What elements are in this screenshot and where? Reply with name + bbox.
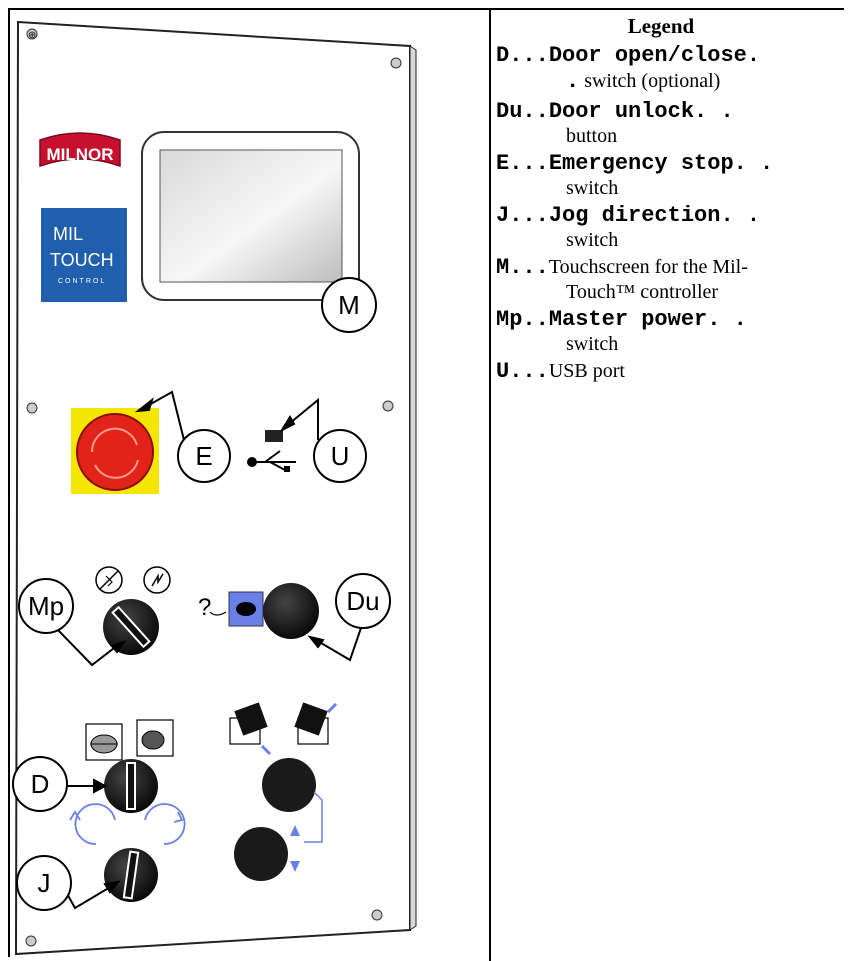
door-unlock-button (263, 583, 319, 639)
unlock-label-icon: ? (198, 591, 264, 627)
legend-entry-j: J...Jog direction. . switch (496, 203, 846, 251)
legend-desc: switch (566, 333, 619, 355)
callout-j: J (16, 855, 72, 911)
callout-mp: Mp (18, 578, 74, 634)
svg-text:MILNOR: MILNOR (46, 145, 113, 164)
miltouch-logo: MIL TOUCH CONTROL (41, 208, 127, 302)
tilt-button-lower (234, 827, 288, 881)
legend-entry-e: E...Emergency stop. . switch (496, 151, 846, 199)
legend-desc: switch (optional) (584, 70, 721, 92)
legend-desc: switch (566, 229, 619, 251)
legend-title: Legend (627, 14, 695, 38)
master-power-switch (103, 599, 159, 655)
legend: Legend D...Door open/close. . switch (op… (496, 8, 846, 385)
svg-text:CONTROL: CONTROL (58, 278, 106, 285)
callout-d: D (12, 756, 68, 812)
svg-text:U: U (331, 441, 350, 471)
door-closed-icon (85, 723, 123, 761)
callout-e: E (177, 429, 231, 483)
touchscreen (141, 131, 360, 301)
svg-text:MIL: MIL (53, 224, 83, 244)
legend-entry-du: Du..Door unlock. . button (496, 99, 846, 147)
legend-desc: USB port (548, 360, 625, 382)
power-on-icon (143, 566, 171, 594)
legend-code: M... (496, 255, 549, 280)
door-open-close-switch (104, 759, 158, 813)
svg-text:TOUCH: TOUCH (50, 250, 114, 270)
callout-u: U (313, 429, 367, 483)
legend-entry-d: D...Door open/close. . switch (optional) (496, 43, 846, 95)
control-panel-drawing: ⊕ MILNOR MIL TOUCH CONTROL (12, 20, 417, 956)
screw: ⊕ (26, 28, 38, 41)
screw (25, 935, 37, 947)
screw (390, 57, 402, 69)
legend-term: Door open/close. (548, 43, 761, 68)
svg-text:Mp: Mp (28, 591, 64, 621)
legend-desc: Touch™ controller (566, 281, 719, 303)
legend-code: U... (496, 359, 549, 384)
legend-code: J... (496, 203, 549, 228)
rotate-counterclockwise-icon (69, 803, 116, 845)
legend-term: Door unlock. . (548, 99, 734, 124)
rotate-clockwise-icon (144, 803, 186, 845)
legend-code: Mp.. (496, 307, 549, 332)
door-open-icon (136, 719, 174, 757)
svg-text:⊕: ⊕ (28, 30, 36, 41)
callout-m: M (321, 277, 377, 333)
svg-text:?: ? (198, 594, 211, 621)
svg-text:D: D (31, 769, 50, 799)
legend-code: Du.. (496, 99, 549, 124)
svg-text:E: E (195, 441, 212, 471)
figure-divider (489, 8, 491, 961)
screw (371, 909, 383, 921)
usb-port (247, 430, 296, 472)
legend-desc: Touchscreen for the Mil- (548, 256, 748, 278)
machine-tilt-icon (294, 702, 338, 745)
legend-desc: button (566, 125, 618, 147)
milnor-logo: MILNOR (39, 132, 121, 168)
legend-entry-mp: Mp..Master power. . switch (496, 307, 846, 355)
legend-code: D... (496, 43, 549, 68)
legend-term: Master power. . (548, 307, 747, 332)
screw (26, 402, 38, 414)
up-down-arrows-icon (290, 791, 323, 872)
legend-term: Emergency stop. . (548, 151, 774, 176)
legend-entry-m: M...Touchscreen for the Mil- Touch™ cont… (496, 255, 846, 303)
legend-code: E... (496, 151, 549, 176)
machine-tilt-icon (229, 702, 272, 756)
emergency-stop-switch (71, 408, 159, 494)
legend-entry-u: U...USB port (496, 359, 846, 385)
legend-term: Jog direction. . (548, 203, 761, 228)
callout-du: Du (335, 573, 391, 629)
tilt-button-upper (262, 758, 316, 812)
svg-text:M: M (338, 290, 360, 320)
callout-leaders (57, 390, 363, 910)
svg-text:Du: Du (346, 586, 379, 616)
legend-desc: switch (566, 177, 619, 199)
screw (382, 400, 394, 412)
svg-text:J: J (38, 868, 51, 898)
power-off-icon (95, 566, 123, 594)
figure-frame (8, 8, 844, 957)
jog-direction-switch (104, 848, 158, 902)
legend-term-cont: . (566, 69, 580, 94)
